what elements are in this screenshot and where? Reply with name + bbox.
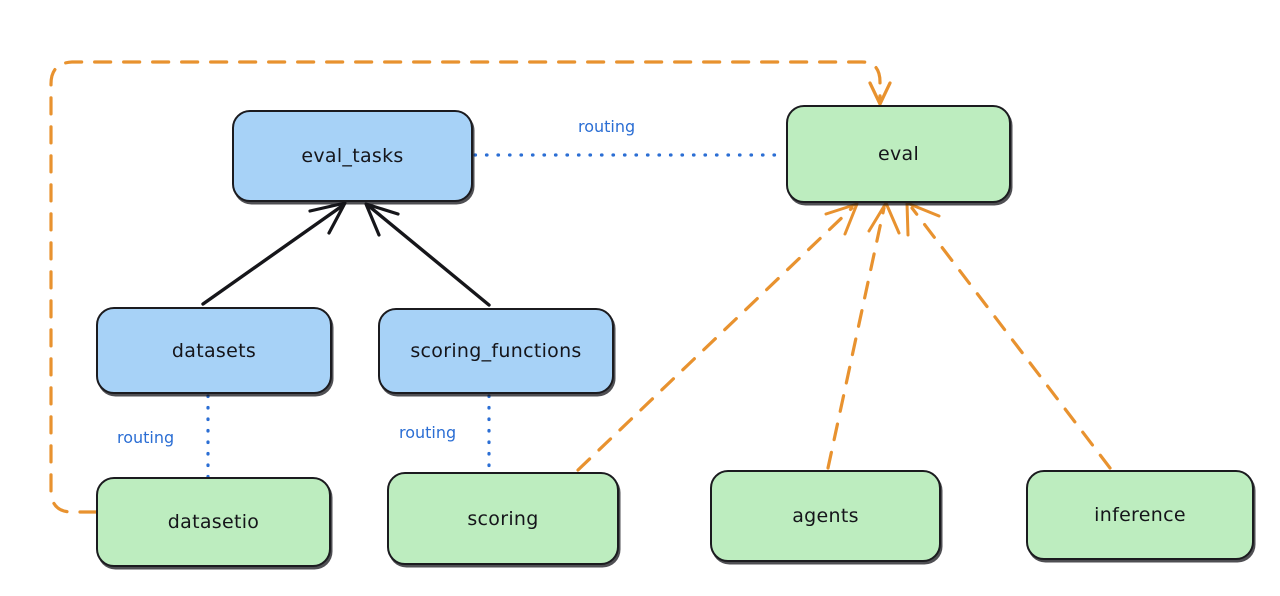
node-label: datasets — [171, 339, 257, 362]
edge-label-routing-scoring: routing — [399, 423, 457, 442]
node-label: scoring — [467, 507, 539, 530]
node-datasetio[interactable]: datasetio — [96, 477, 331, 567]
node-label: eval — [877, 143, 920, 165]
node-agents[interactable]: agents — [710, 470, 941, 562]
node-eval-tasks[interactable]: eval_tasks — [232, 110, 473, 202]
node-eval[interactable]: eval — [786, 105, 1011, 203]
node-inference[interactable]: inference — [1026, 470, 1254, 560]
edge-inference-to-eval — [905, 201, 1112, 470]
edge-scoring-to-eval — [576, 202, 859, 472]
edge-label-routing-eval: routing — [578, 117, 636, 136]
edge-datasets-to-eval_tasks — [201, 201, 347, 306]
node-label: eval_tasks — [301, 145, 404, 167]
node-scoring[interactable]: scoring — [387, 472, 619, 565]
node-datasets[interactable]: datasets — [96, 307, 332, 394]
edge-scoring_functions-to-eval_tasks — [364, 202, 491, 307]
edge-agents-to-eval — [826, 201, 901, 470]
node-label: agents — [792, 505, 859, 527]
node-label: inference — [1094, 504, 1186, 526]
edge-label-routing-datasetio: routing — [117, 428, 175, 447]
node-label: datasetio — [167, 511, 260, 533]
node-label: scoring_functions — [410, 340, 582, 362]
node-scoring-functions[interactable]: scoring_functions — [378, 308, 614, 394]
